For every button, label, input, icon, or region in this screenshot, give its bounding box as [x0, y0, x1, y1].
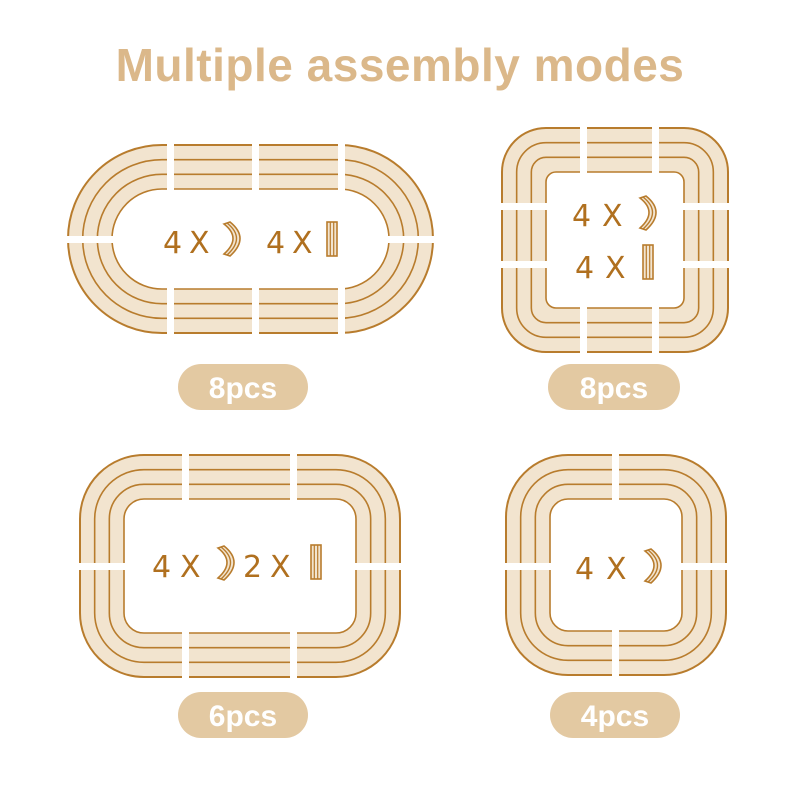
- piece-count: 4: [572, 199, 591, 234]
- track-joints-square: [498, 125, 732, 356]
- track-joint: [338, 286, 345, 336]
- curved-track-icon: [638, 195, 657, 231]
- badge-label: 8pcs: [209, 372, 277, 405]
- track-joint: [290, 630, 297, 680]
- page-title: Multiple assembly modes: [115, 39, 685, 91]
- track-joint: [498, 203, 550, 210]
- piece-label-rect-2: 2 X: [243, 544, 322, 585]
- track-inner-edge: [545, 171, 685, 309]
- straight-track-icon: [310, 544, 322, 580]
- straight-track-icon: [642, 244, 654, 280]
- piece-count: 4: [575, 552, 594, 587]
- track-joint: [580, 306, 587, 356]
- track-joint: [167, 142, 174, 192]
- track-joints-circle: [502, 452, 730, 678]
- track-layout-oval: 4 X 4 X: [64, 142, 437, 336]
- straight-track-icon: [326, 221, 338, 257]
- badge-pill: [550, 692, 680, 738]
- track-joints-rect: [76, 452, 404, 680]
- times-symbol: X: [292, 226, 313, 261]
- track-joint: [680, 261, 732, 268]
- piece-label-square-2: 4 X: [575, 244, 654, 286]
- track-joint: [290, 452, 297, 502]
- track-joint: [332, 563, 404, 570]
- track-joint: [612, 452, 619, 502]
- track-joint: [252, 142, 259, 192]
- track-joint: [252, 286, 259, 336]
- times-symbol: X: [189, 226, 210, 261]
- track-joint: [365, 236, 437, 243]
- curved-track-icon: [222, 221, 241, 257]
- track-joint: [652, 125, 659, 175]
- track-joint: [612, 628, 619, 678]
- curved-track-icon: [643, 548, 662, 584]
- track-joint: [580, 125, 587, 175]
- piece-count: 4: [152, 550, 171, 585]
- badge-pill: [178, 692, 308, 738]
- piece-count: 4: [266, 226, 285, 261]
- track-joint: [76, 563, 148, 570]
- track-joint: [64, 236, 136, 243]
- track-joint: [182, 630, 189, 680]
- track-joint: [498, 261, 550, 268]
- badge-rect: 6pcs: [178, 692, 308, 738]
- track-groove-line: [515, 141, 715, 339]
- times-symbol: X: [180, 550, 201, 585]
- piece-label-oval-2: 4 X: [266, 221, 338, 261]
- piece-label-oval-1: 4 X: [163, 221, 241, 261]
- track-layout-circle: 4 X: [502, 452, 730, 678]
- badge-pill: [178, 364, 308, 410]
- track-joint: [182, 452, 189, 502]
- times-symbol: X: [270, 550, 291, 585]
- times-symbol: X: [606, 552, 627, 587]
- badge-circle: 4pcs: [550, 692, 680, 738]
- track-inner-edge: [111, 188, 390, 290]
- track-ring-square: [501, 127, 729, 353]
- piece-label-rect-1: 4 X: [152, 545, 235, 585]
- track-layout-square: 4 X 4 X: [498, 125, 732, 356]
- track-joint: [167, 286, 174, 336]
- badge-pill: [548, 364, 680, 410]
- piece-label-circle-1: 4 X: [575, 548, 662, 587]
- curved-track-icon: [216, 545, 235, 581]
- times-symbol: X: [602, 199, 623, 234]
- badge-square: 8pcs: [548, 364, 680, 410]
- track-joint: [680, 203, 732, 210]
- badge-oval: 8pcs: [178, 364, 308, 410]
- badge-label: 6pcs: [209, 700, 277, 733]
- times-symbol: X: [605, 251, 626, 286]
- badge-label: 4pcs: [581, 700, 649, 733]
- track-joint: [338, 142, 345, 192]
- piece-label-square-1: 4 X: [572, 195, 657, 234]
- piece-count: 4: [163, 226, 182, 261]
- track-joints-oval: [64, 142, 437, 336]
- piece-count: 4: [575, 251, 594, 286]
- track-joint: [502, 563, 554, 570]
- piece-count: 2: [243, 550, 262, 585]
- track-joint: [652, 306, 659, 356]
- track-groove-line: [530, 156, 700, 324]
- track-layout-rect: 4 X 2 X: [76, 452, 404, 680]
- badge-label: 8pcs: [580, 372, 648, 405]
- track-joint: [678, 563, 730, 570]
